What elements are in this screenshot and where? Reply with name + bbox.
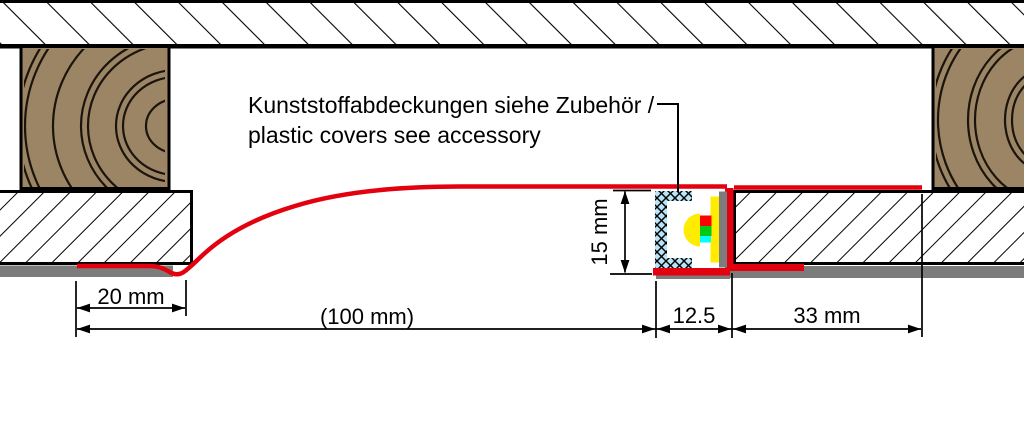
ceiling-slab-top-edge [0,0,1024,3]
led-chip-red [700,215,712,226]
dim-label-33mm: 33 mm [793,303,860,328]
led-chip-cyan [700,236,711,243]
dim-label-15mm: 15 mm [587,198,612,265]
left-wood-grain [24,49,165,187]
left-plasterboard [0,190,193,265]
arrow-20mm-right [172,303,185,313]
arrow-33mm-right [908,324,921,334]
plastic-cover-crosshatch [655,191,692,268]
left-wood-batten [19,45,171,190]
profile-vertical-web [725,188,734,271]
profile-curved-flange [77,184,727,277]
right-wood-batten [931,45,1024,190]
dimension-lines [75,103,923,338]
dim-label-100mm: (100 mm) [320,304,414,329]
arrow-33mm-left [733,324,746,334]
dimension-arrows [77,191,921,334]
ceiling-slab [0,0,1024,49]
channel-backing-strip [656,275,730,279]
arrow-15mm-down [620,260,630,273]
profile-bottom-right-flange [730,264,804,271]
led-chip-green [700,226,712,236]
arrow-100mm-left [77,324,90,334]
annotation-line2: plastic covers see accessory [248,122,541,148]
arrow-125-left [657,324,670,334]
right-plasterboard [733,190,1024,265]
profile-channel-bottom [653,268,730,276]
arrow-100mm-right [642,324,655,334]
led-chip [700,215,712,243]
pcb-strip [719,191,727,268]
left-skim-layer [0,265,173,277]
annotation-leader-line [657,103,679,192]
led-strip [710,196,719,263]
arrow-20mm-left [77,303,90,313]
right-wood-grain [936,49,1024,187]
led-channel [655,191,727,268]
led-light-dome [683,213,700,247]
dim-label-125: 12.5 [673,303,716,328]
red-profile [77,184,922,277]
labels: Kunststoffabdeckungen siehe Zubehör / pl… [97,92,860,329]
arrow-125-right [718,324,731,334]
arrow-15mm-up [620,191,630,204]
annotation-line1: Kunststoffabdeckungen siehe Zubehör / [248,92,655,118]
ceiling-slab-bottom-edge [0,44,1024,49]
ceiling-slab-hatch [0,2,1024,45]
dim-label-20mm: 20 mm [97,284,164,309]
